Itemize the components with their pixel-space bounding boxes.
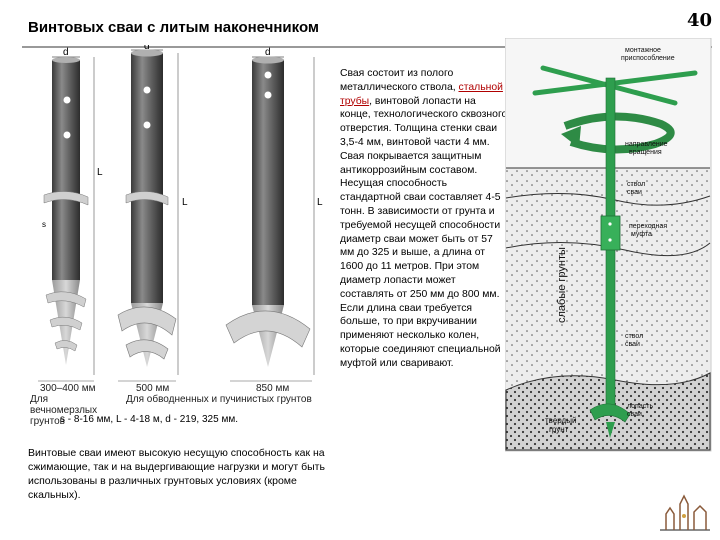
pile-1-width: 300–400 мм bbox=[40, 383, 96, 394]
description-start: Свая состоит из полого металлического ст… bbox=[340, 68, 456, 93]
label-blade-2: сваи bbox=[627, 411, 642, 418]
label-trunk-1: ствол bbox=[627, 181, 645, 188]
dim-d-label: d bbox=[265, 47, 271, 58]
label-coupling-2: муфта bbox=[631, 231, 652, 238]
label-trunk2-2: сваи bbox=[625, 341, 640, 348]
pile-coupling bbox=[600, 215, 621, 251]
label-blade-1: лопасть bbox=[627, 403, 653, 410]
pile-width-labels: 300–400 мм 500 мм 850 мм Для вечномерзлы… bbox=[30, 383, 338, 427]
pile-3: d L bbox=[225, 47, 323, 382]
dim-d-label: d bbox=[63, 47, 69, 58]
dim-L-label: L bbox=[317, 197, 323, 208]
label-solid-2: грунт bbox=[549, 425, 569, 434]
pile-2-caption: Для обводненных и пучинистых грунтов bbox=[126, 394, 312, 405]
dim-d-label: d bbox=[144, 45, 150, 52]
label-direction-2: вращения bbox=[629, 149, 662, 156]
label-weak-soil: слабые грунты bbox=[556, 247, 568, 323]
pile-1: d s L bbox=[38, 47, 103, 382]
title-divider bbox=[22, 46, 712, 48]
label-mount-2: приспособление bbox=[621, 54, 675, 62]
pile-illustrations: d s L d L d bbox=[38, 45, 323, 382]
label-trunk-2: сваи bbox=[627, 189, 642, 196]
label-trunk2-1: ствол bbox=[625, 333, 643, 340]
description-rest: , винтовой лопасти на конце, технологиче… bbox=[340, 95, 508, 369]
dim-L-label: L bbox=[182, 197, 188, 208]
pile-1-caption: Для вечномерзлых грунтов bbox=[30, 394, 98, 427]
pile-2-width: 500 мм bbox=[136, 383, 170, 394]
dim-s-label: s bbox=[42, 220, 46, 229]
description-paragraph: Свая состоит из полого металлического ст… bbox=[340, 67, 508, 371]
label-direction-1: направление bbox=[625, 141, 668, 148]
pile-2: d L bbox=[117, 45, 188, 382]
decorative-logo-icon bbox=[660, 494, 710, 531]
label-mount-1: монтажное bbox=[625, 47, 661, 54]
bottom-paragraph: Винтовые сваи имеют высокую несущую спос… bbox=[28, 447, 325, 501]
pile-spec: s - 8-16 мм, L - 4-18 м, d - 219, 325 мм… bbox=[60, 414, 238, 425]
slide-number: 40 bbox=[686, 10, 712, 31]
label-coupling-1: переходная bbox=[629, 223, 667, 230]
label-solid-1: твердый bbox=[545, 416, 576, 425]
dim-L-label: L bbox=[97, 167, 103, 178]
steel-pipe-link[interactable]: стальной трубы bbox=[340, 81, 503, 107]
slide-title: Винтовых сваи с литым наконечником bbox=[28, 19, 320, 36]
pile-3-width: 850 мм bbox=[256, 383, 290, 394]
installation-diagram: монтажное приспособление направление вра… bbox=[505, 38, 712, 452]
